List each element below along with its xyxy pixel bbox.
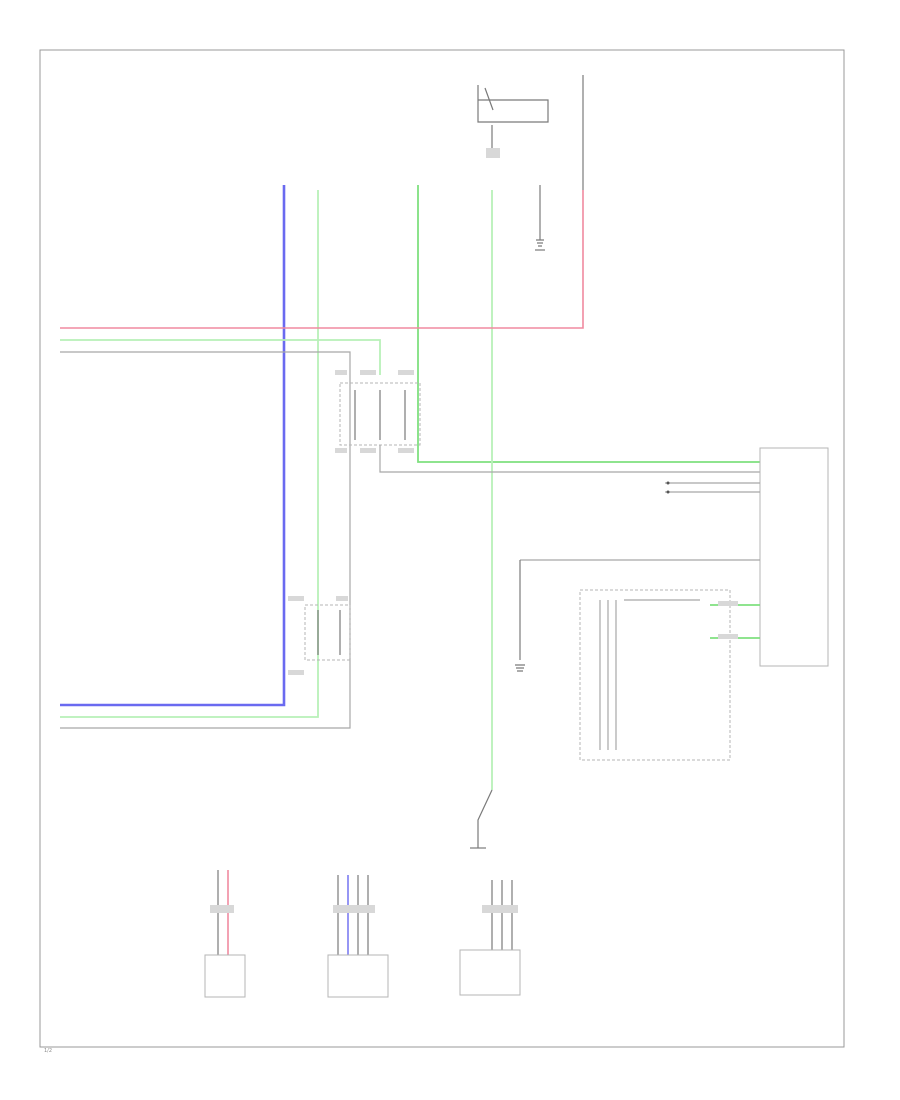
wire-blue-main (60, 185, 286, 707)
wire-green-center (417, 185, 760, 463)
wire-lgreen-left (60, 190, 319, 718)
wire-pink-top (60, 190, 584, 329)
wire-gray-bus (60, 351, 351, 729)
wire-lgreen-bus (60, 339, 381, 375)
control-module-right (515, 447, 829, 761)
bottom-connector-center (327, 875, 389, 998)
ignition-relay-block (477, 75, 584, 247)
center-relay (335, 370, 760, 473)
lower-switch (470, 789, 493, 849)
bottom-connector-right (459, 880, 521, 996)
left-switch (288, 596, 351, 675)
page-number: 1/2 (44, 1048, 52, 1054)
bottom-connector-left (204, 870, 246, 998)
diagram-frame (39, 49, 845, 1048)
